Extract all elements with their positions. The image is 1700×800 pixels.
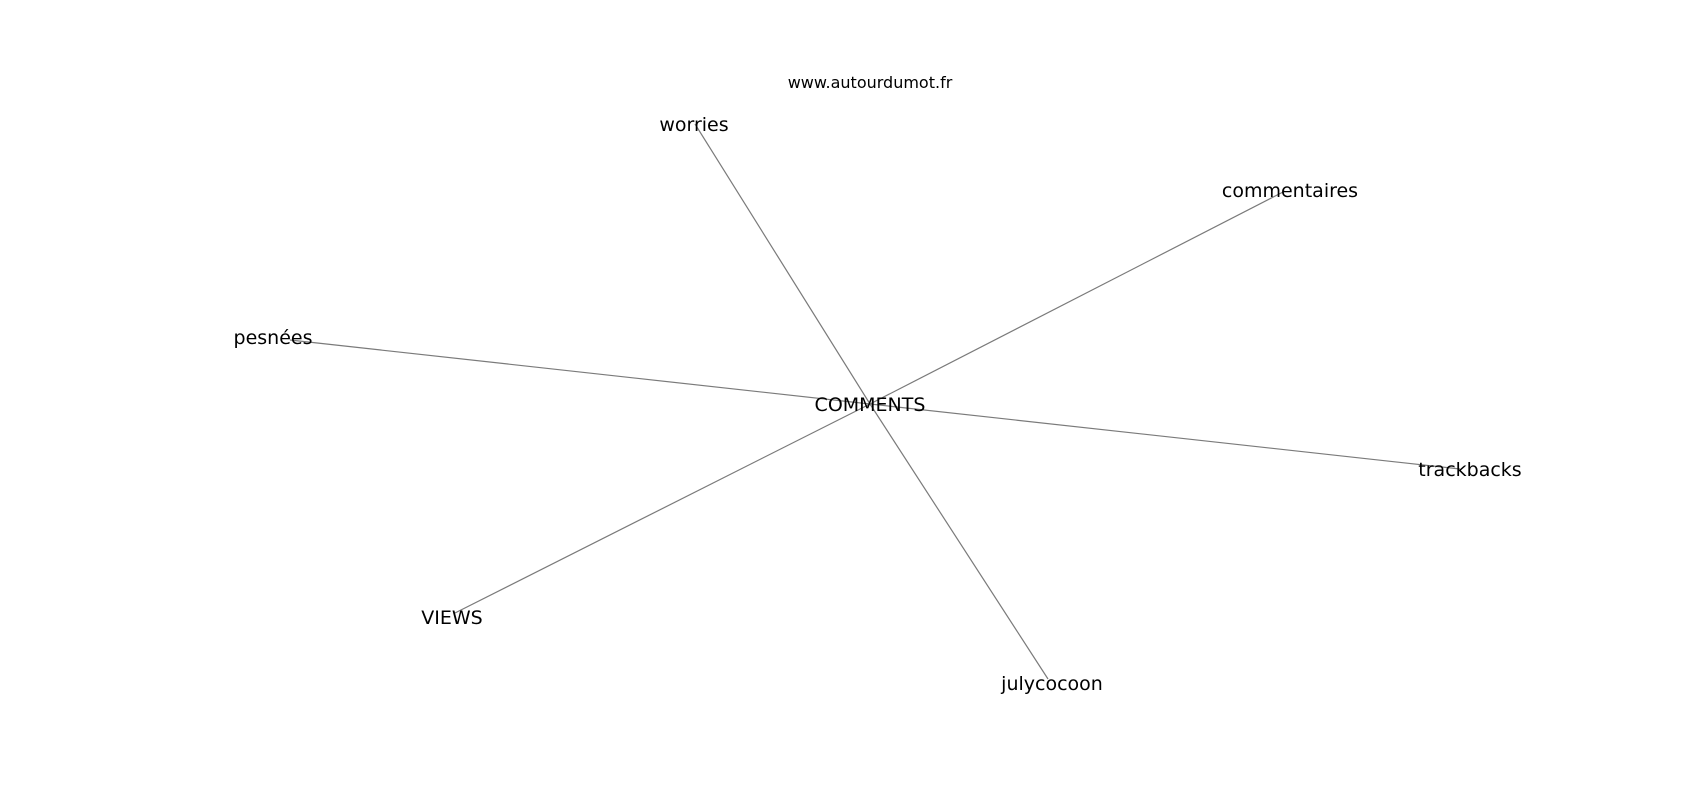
node-label-center: COMMENTS: [815, 394, 926, 416]
graph-edge-julycocoon: [869, 403, 1049, 680]
graph-edge-views: [454, 403, 871, 614]
graph-edge-worries: [694, 123, 871, 405]
node-label-julycocoon: julycocoon: [1000, 673, 1103, 695]
node-label-pesnees: pesnées: [234, 327, 313, 349]
node-label-worries: worries: [659, 114, 728, 136]
graph-nodes: COMMENTS worries commentaires pesnées trackb…: [234, 114, 1522, 695]
graph-edge-trackbacks: [869, 403, 1461, 470]
graph-edge-commentaires: [869, 190, 1286, 405]
node-label-commentaires: commentaires: [1222, 180, 1358, 202]
watermark-label: www.autourdumot.fr: [788, 73, 953, 92]
node-label-trackbacks: trackbacks: [1418, 459, 1521, 481]
graph-edge-pesnees: [289, 339, 871, 405]
graph-edges: [289, 123, 1461, 680]
node-label-views: VIEWS: [421, 607, 482, 629]
